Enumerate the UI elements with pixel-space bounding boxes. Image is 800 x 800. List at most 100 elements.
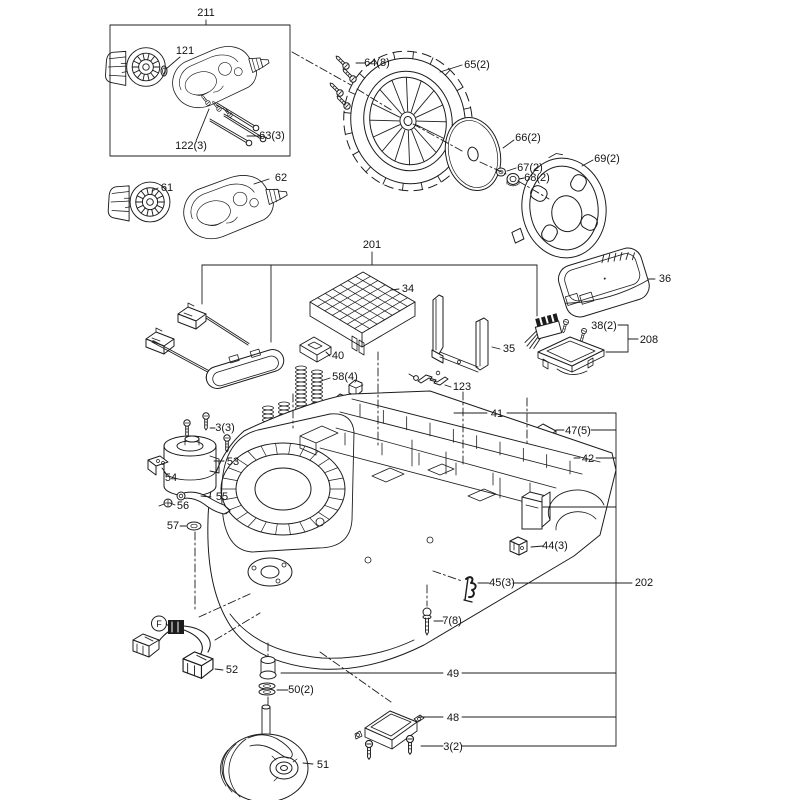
part-plate-208 <box>537 336 605 375</box>
part-tray-48 <box>354 710 425 750</box>
part-screw-56 <box>158 498 173 508</box>
part-label-49: 49 <box>447 668 459 680</box>
bumper-line <box>229 613 415 659</box>
construction-line <box>356 88 394 112</box>
construction-line <box>291 51 352 86</box>
part-clip-44 <box>509 536 528 556</box>
part-label-61: 61 <box>161 182 173 194</box>
part-pump-53 <box>147 412 231 531</box>
part-label-211: 211 <box>197 7 215 19</box>
part-battery-36 <box>557 247 650 318</box>
part-label-66(2): 66(2) <box>515 132 541 144</box>
part-label-44(3): 44(3) <box>542 540 568 552</box>
construction-line <box>412 123 463 152</box>
leader-line <box>161 467 168 476</box>
part-label-54: 54 <box>165 472 177 484</box>
part-harness-52 <box>132 620 214 679</box>
bolts-63 <box>209 102 267 147</box>
construction-line <box>319 651 392 703</box>
part-label-55: 55 <box>216 491 228 503</box>
leader-line <box>518 177 525 180</box>
leader-line <box>214 668 224 671</box>
construction-line <box>517 180 550 200</box>
part-label-3(2): 3(2) <box>443 741 463 753</box>
part-label-56: 56 <box>177 500 189 512</box>
part-spring-clip-45 <box>463 576 477 603</box>
part-label-36: 36 <box>659 273 671 285</box>
part-label-40: 40 <box>332 350 344 362</box>
part-nut-68 <box>506 173 520 187</box>
part-latch-123 <box>408 370 449 386</box>
construction-line <box>214 612 261 641</box>
part-screw-7 <box>422 607 432 636</box>
leader-line <box>169 502 176 506</box>
part-label-57: 57 <box>167 520 179 532</box>
part-label-51: 51 <box>317 759 329 771</box>
leader-line <box>444 384 452 388</box>
part-label-58(4): 58(4) <box>332 371 358 383</box>
part-lever-55 <box>176 491 231 515</box>
leader-line <box>320 377 331 382</box>
part-wheel-65 <box>343 50 473 192</box>
part-label-202: 202 <box>635 577 653 589</box>
part-label-34: 34 <box>402 283 414 295</box>
part-label-50(2): 50(2) <box>288 684 314 696</box>
leader-line <box>390 288 400 291</box>
part-label-48: 48 <box>447 712 459 724</box>
part-label-69(2): 69(2) <box>594 153 620 165</box>
part-label-38(2): 38(2) <box>591 320 617 332</box>
part-bracket-35 <box>431 294 489 373</box>
leader-line <box>325 351 331 357</box>
part-label-41: 41 <box>491 408 503 420</box>
leader-line <box>253 178 270 185</box>
leader-line <box>581 159 594 167</box>
part-bracket-54 <box>147 455 169 476</box>
construction-line <box>479 161 507 175</box>
leader-line <box>439 64 463 73</box>
part-label-67(2): 67(2) <box>517 162 543 174</box>
part-bushing-49 <box>259 656 277 680</box>
part-label-122(3): 122(3) <box>175 140 207 152</box>
part-label-42: 42 <box>582 453 594 465</box>
part-label-F: F <box>156 619 162 629</box>
part-label-35: 35 <box>503 343 515 355</box>
part-label-68(2): 68(2) <box>524 172 550 184</box>
leader-line <box>530 545 544 548</box>
part-label-45(3): 45(3) <box>489 577 515 589</box>
deck-opening <box>220 442 346 536</box>
leader-line <box>195 108 210 142</box>
part-label-3(3): 3(3) <box>215 422 235 434</box>
part-washer-57 <box>186 521 202 531</box>
part-lift-assembly-201 <box>145 302 285 389</box>
leader-line <box>491 346 501 350</box>
leader-lines-layer <box>109 19 656 765</box>
group-box <box>109 24 291 157</box>
part-hubcap-69 <box>511 153 607 259</box>
leader-line <box>506 167 517 172</box>
screw-3-2-b <box>405 734 415 755</box>
leader-line <box>502 139 515 149</box>
part-label-201: 201 <box>363 239 381 251</box>
part-motor-assembly-211 <box>105 35 277 147</box>
part-label-121: 121 <box>176 45 194 57</box>
part-label-64(8): 64(8) <box>364 57 390 69</box>
part-label-123: 123 <box>453 381 471 393</box>
construction-line <box>198 592 253 618</box>
part-labels-layer: 211 121 122(3) 63(3) 64(8) 65(2) 66(2) 67(2)68(… <box>151 7 671 771</box>
part-label-63(3): 63(3) <box>259 130 285 142</box>
leader-line <box>165 56 181 70</box>
parts-layer <box>105 35 650 800</box>
battery-bay <box>521 491 551 530</box>
part-label-52: 52 <box>226 664 238 676</box>
part-washers-50 <box>258 682 276 696</box>
construction-line <box>432 570 463 582</box>
screw-3-2-a <box>364 739 374 760</box>
part-label-62: 62 <box>275 172 287 184</box>
part-caster-51 <box>220 704 309 800</box>
part-label-47(5): 47(5) <box>565 425 591 437</box>
part-label-65(2): 65(2) <box>464 59 490 71</box>
part-label-53: 53 <box>227 456 239 468</box>
leader-line <box>302 762 314 765</box>
